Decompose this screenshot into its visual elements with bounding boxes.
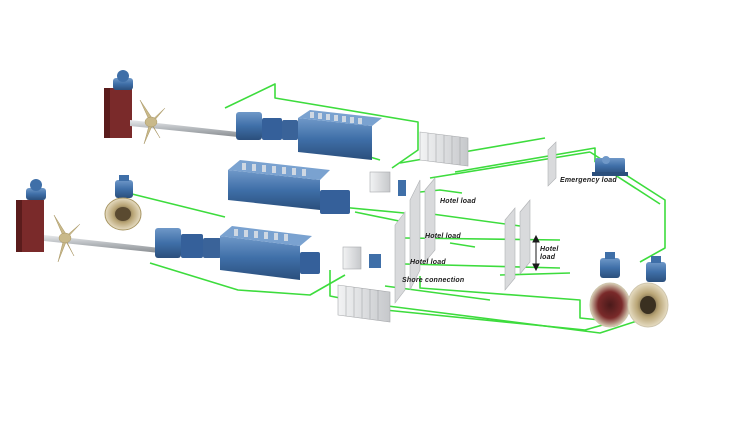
hotel-load-label-1: Hotel load: [440, 198, 476, 205]
switchboard-panels: [394, 141, 557, 304]
emergency-generator: [592, 156, 628, 176]
converter-cabinet: [419, 131, 469, 167]
generator-set: [298, 110, 382, 160]
electric-motor: [155, 228, 203, 258]
tunnel-thruster: [104, 175, 142, 231]
propulsion-line-port: [104, 70, 382, 160]
gearbox: [203, 238, 221, 258]
electric-motor: [236, 112, 282, 140]
steering-gear: [26, 179, 46, 200]
gearbox: [282, 120, 298, 140]
generator-set: [220, 226, 320, 280]
tunnel-thruster: [627, 256, 669, 328]
emergency-load-label: Emergency load: [560, 177, 617, 184]
up-down-arrow-icon: [532, 234, 540, 272]
converter-cabinet: [337, 284, 391, 323]
propeller: [53, 214, 81, 263]
hotel-load-label-4: Hotel load: [540, 246, 559, 261]
tunnel-thruster: [589, 252, 631, 328]
generator-set-center: [228, 160, 350, 214]
shaft: [130, 120, 238, 137]
shore-connection-label: Shore connection: [402, 277, 465, 284]
hotel-load-label-2: Hotel load: [425, 233, 461, 240]
steering-gear: [113, 70, 133, 90]
propulsion-line-starboard: [16, 179, 320, 280]
shaft: [44, 235, 160, 253]
hotel-load-label-3: Hotel load: [410, 259, 446, 266]
propeller: [139, 99, 166, 145]
transformer: [342, 171, 406, 270]
